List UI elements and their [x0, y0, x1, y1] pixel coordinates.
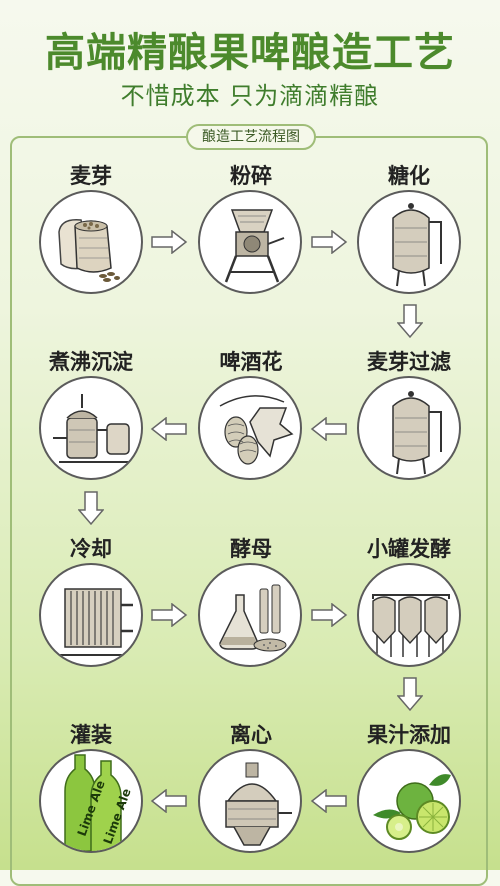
step-label-mashing: 糖化: [388, 164, 430, 188]
step-label-lautering: 麦芽过滤: [367, 350, 451, 374]
step-circle-malt: [39, 190, 143, 294]
arrow-right-icon: [311, 603, 348, 627]
step-circle-fermentation: [357, 563, 461, 667]
step-label-juice: 果汁添加: [367, 723, 451, 747]
step-circle-bottling: Lime Ale Lime Ale: [39, 749, 143, 853]
mash-tun-icon: [392, 203, 442, 287]
step-circle-boiling: [39, 376, 143, 480]
step-circle-centrifuge: [198, 749, 302, 853]
arrow-left-icon: [150, 417, 187, 441]
lime-icon: [373, 774, 451, 840]
centrifuge-icon: [225, 762, 292, 846]
lauter-tank-icon: [392, 391, 442, 475]
brew-kettle-icon: [53, 394, 131, 463]
hops-icon: [219, 395, 294, 465]
arrow-down-icon: [78, 491, 104, 526]
step-label-yeast: 酵母: [230, 537, 272, 561]
step-label-malt: 麦芽: [70, 164, 112, 188]
arrow-left-icon: [310, 789, 347, 813]
arrow-left-icon: [310, 417, 347, 441]
arrow-down-icon: [397, 304, 423, 339]
malt-sack-icon: [58, 219, 120, 282]
step-circle-lautering: [357, 376, 461, 480]
step-label-bottling: 灌装: [70, 723, 112, 747]
step-circle-hops: [198, 376, 302, 480]
step-label-fermentation: 小罐发酵: [367, 537, 451, 561]
step-label-boiling: 煮沸沉淀: [49, 350, 133, 374]
page-subtitle: 不惜成本 只为滴滴精酿: [120, 82, 380, 110]
heat-exchanger-icon: [59, 588, 133, 656]
step-label-hops: 啤酒花: [219, 350, 283, 374]
arrow-down-icon: [397, 677, 423, 712]
arrow-right-icon: [151, 603, 188, 627]
yeast-flask-icon: [219, 584, 287, 652]
grinder-icon: [224, 209, 285, 283]
step-circle-juice: [357, 749, 461, 853]
arrow-left-icon: [150, 789, 187, 813]
step-circle-milling: [198, 190, 302, 294]
step-circle-cooling: [39, 563, 143, 667]
step-circle-yeast: [198, 563, 302, 667]
bottles-icon: Lime Ale Lime Ale: [64, 754, 134, 851]
step-label-centrifuge: 离心: [230, 723, 272, 747]
fermentation-tanks-icon: [372, 594, 450, 657]
arrow-right-icon: [151, 230, 188, 254]
step-label-cooling: 冷却: [70, 537, 112, 561]
panel-label: 酿造工艺流程图: [186, 124, 316, 150]
arrow-right-icon: [311, 230, 348, 254]
page-title: 高端精酿果啤酿造工艺: [45, 30, 455, 76]
step-label-milling: 粉碎: [230, 164, 272, 188]
step-circle-mashing: [357, 190, 461, 294]
